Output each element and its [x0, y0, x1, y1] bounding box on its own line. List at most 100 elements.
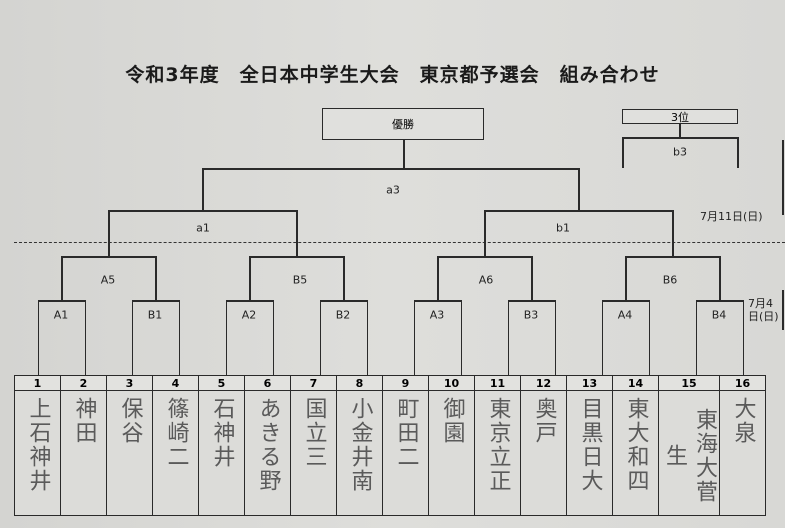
team-cell: 神田 [60, 390, 107, 516]
first-round-label: A2 [241, 308, 257, 322]
team-cell: 東京立正 [474, 390, 521, 516]
bracket-line [625, 256, 719, 258]
bracket-line [225, 300, 273, 302]
bracket-line [507, 300, 509, 376]
date-day2: 7月11日(日) [700, 210, 763, 223]
bracket-line [742, 300, 744, 376]
team-cell: 東大和四 [612, 390, 659, 516]
team-cell: 石神井 [198, 390, 245, 516]
bracket-line [578, 168, 580, 210]
first-round-label: A3 [429, 308, 445, 322]
team-cell: 保谷 [106, 390, 153, 516]
page-title: 令和3年度 全日本中学生大会 東京都予選会 組み合わせ [125, 64, 660, 86]
date-day1-line2: 日(日) [748, 310, 779, 323]
team-number: 1 [14, 375, 61, 391]
first-round-label: A1 [53, 308, 69, 322]
semi-label-a1: a1 [196, 221, 210, 235]
team-name: 国立三 [301, 397, 327, 469]
team-cell: 目黒日大 [566, 390, 613, 516]
bracket-line [531, 256, 533, 300]
team-cell: 小金井南 [336, 390, 383, 516]
team-name: 東大和四 [623, 397, 649, 493]
first-round-label: B1 [147, 308, 163, 322]
team-name: 町田二 [393, 397, 419, 469]
bracket-line [84, 300, 86, 376]
team-name: 奥戸 [531, 397, 557, 445]
quarter-label-a6: A6 [478, 273, 494, 287]
bracket-line [672, 210, 674, 256]
team-number: 13 [566, 375, 613, 391]
bracket-line [554, 300, 556, 376]
winner-label: 優勝 [392, 118, 414, 131]
bracket-line [249, 256, 343, 258]
third-place-box: 3位 [622, 109, 738, 124]
first-round-label: B4 [711, 308, 727, 322]
bracket-line [343, 256, 345, 300]
bracket-line [695, 300, 697, 376]
team-cell: 国立三 [290, 390, 337, 516]
first-round-label: B3 [523, 308, 539, 322]
bracket-line [131, 300, 133, 376]
team-name: 小金井南 [347, 397, 373, 493]
bracket-line [249, 256, 251, 300]
team-name: 石神井 [209, 397, 235, 469]
bracket-line [507, 300, 555, 302]
team-name: 東京立正 [485, 397, 511, 493]
bracket-line [319, 300, 367, 302]
team-number: 15 [658, 375, 720, 391]
third-place-label: 3位 [671, 110, 689, 124]
winner-box: 優勝 [322, 108, 484, 140]
quarter-label-a5: A5 [100, 273, 116, 287]
bracket-line [202, 168, 204, 210]
bracket-line [272, 300, 274, 376]
bracket-line [782, 290, 784, 330]
team-number: 7 [290, 375, 337, 391]
bracket-line [178, 300, 180, 376]
bracket-line [131, 300, 179, 302]
team-name: 御園 [439, 397, 465, 445]
bracket-line [601, 300, 603, 376]
team-cell: 篠崎二 [152, 390, 199, 516]
bracket-line [622, 137, 624, 168]
bracket-line [413, 300, 461, 302]
day-divider-line [14, 242, 785, 243]
bracket-line [437, 256, 531, 258]
team-number: 3 [106, 375, 153, 391]
quarter-label-b5: B5 [292, 273, 308, 287]
team-number: 4 [152, 375, 199, 391]
team-name: 大泉 [730, 397, 756, 445]
bracket-line [37, 300, 39, 376]
team-number: 8 [336, 375, 383, 391]
bracket-line [155, 256, 157, 300]
team-name: 保谷 [117, 397, 143, 445]
team-number: 14 [612, 375, 659, 391]
third-place-match-label: b3 [673, 145, 687, 159]
bracket-line [622, 137, 738, 139]
date-day1-line1: 7月4 [748, 297, 773, 310]
bracket-line [202, 168, 578, 170]
bracket-line [366, 300, 368, 376]
bracket-line [319, 300, 321, 376]
team-number: 10 [428, 375, 475, 391]
bracket-line [484, 210, 486, 256]
team-number: 9 [382, 375, 429, 391]
quarter-label-b6: B6 [662, 273, 678, 287]
team-cell: 御園 [428, 390, 475, 516]
team-cell: 上石神井 [14, 390, 61, 516]
first-round-label: B2 [335, 308, 351, 322]
bracket-line [601, 300, 649, 302]
team-cell: 奥戸 [520, 390, 567, 516]
bracket-line [108, 210, 110, 256]
team-name: あきる野 [255, 397, 281, 493]
team-name: 上石神井 [25, 397, 51, 493]
bracket-line [403, 139, 405, 168]
team-name: 目黒日大 [577, 397, 603, 493]
bracket-line [437, 256, 439, 300]
team-cell: 大泉 [719, 390, 766, 516]
semi-label-b1: b1 [556, 221, 570, 235]
bracket-line [108, 210, 296, 212]
bracket-line [225, 300, 227, 376]
